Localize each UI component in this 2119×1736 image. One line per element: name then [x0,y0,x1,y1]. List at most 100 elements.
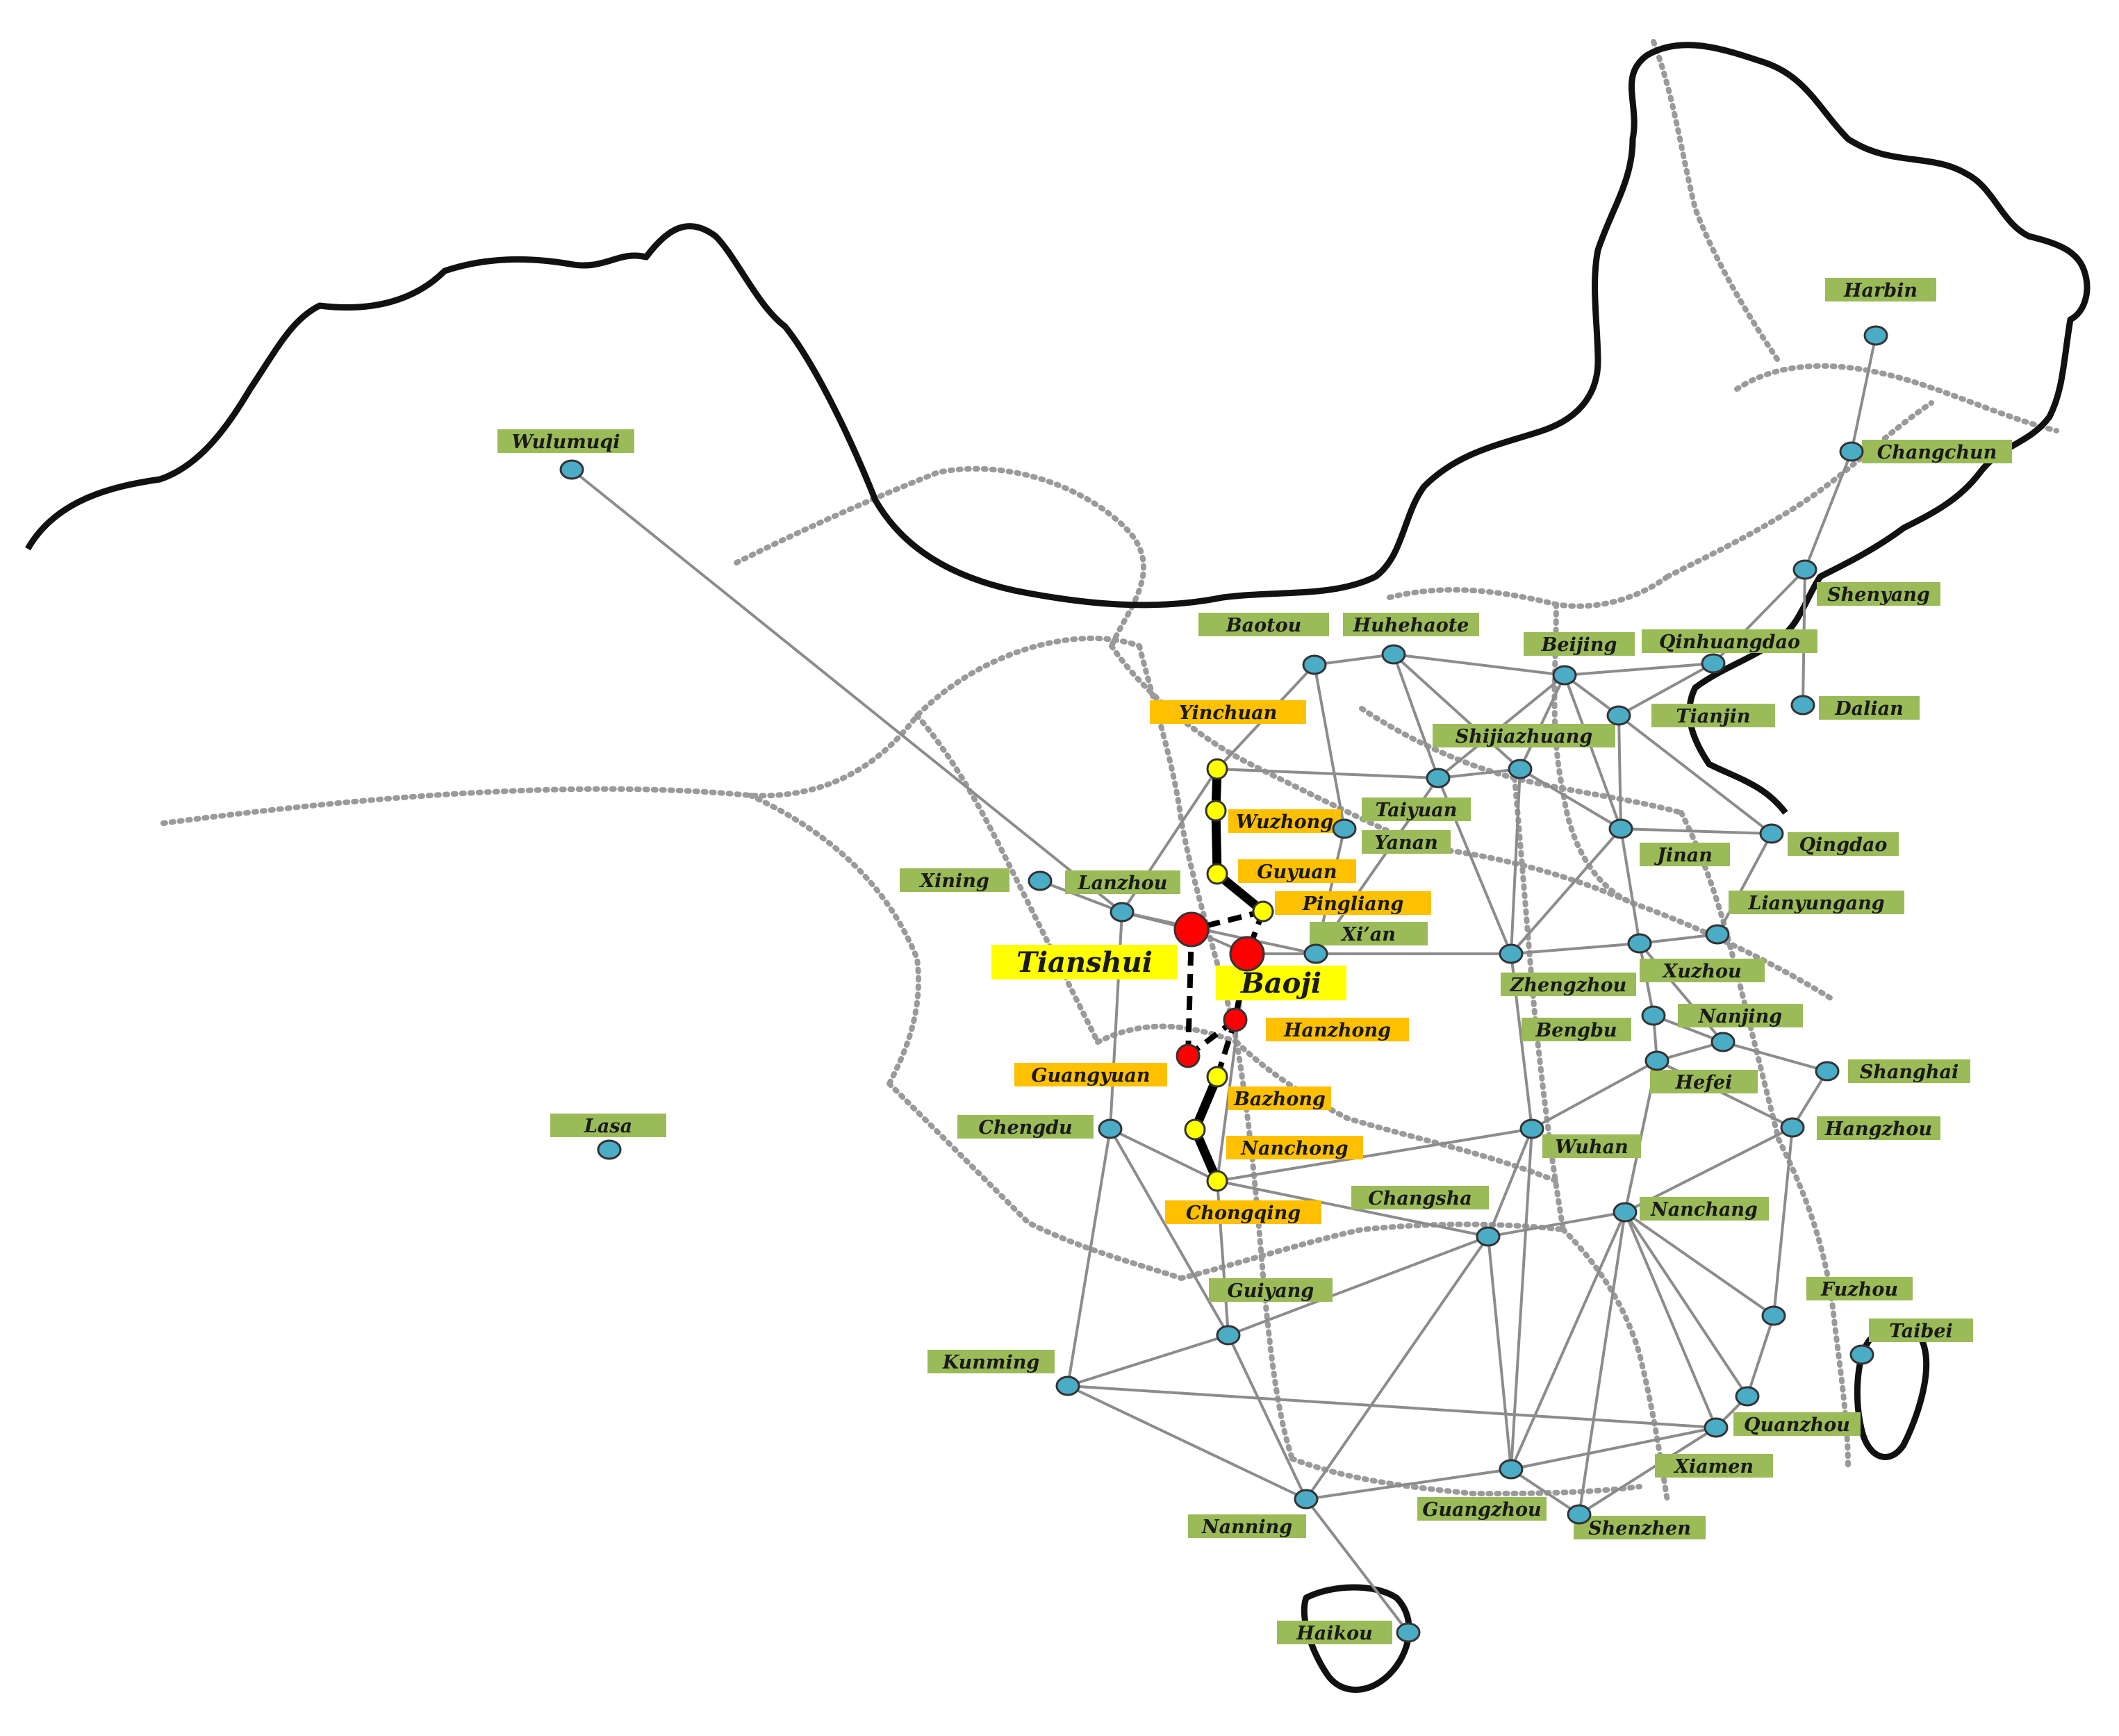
city-label-bg [1226,1136,1363,1159]
city-label-text: Bazhong [1233,1089,1326,1110]
city-label-hangzhou: Hangzhou [1817,1116,1940,1140]
city-label-bg [1228,809,1341,833]
rail-line-fuzhou-quanzhou [1746,1315,1775,1397]
city-label-text: Tianjin [1676,706,1750,727]
city-node-bazhong [1206,1066,1228,1088]
city-label-bg [1650,1070,1758,1093]
city-label-bg [900,868,1009,892]
city-node-yanan [1332,818,1357,839]
city-label-bg [1542,1134,1641,1158]
city-label-text: Yanan [1374,832,1437,854]
city-label-bg [1198,613,1329,636]
rail-line-chengdu-guiyang [1109,1128,1230,1336]
city-node-chengdu [1098,1118,1123,1139]
city-labels: HarbinChangchunShenyangDalianWulumuqiBao… [497,278,2012,1644]
city-label-text: Wulumuqi [511,431,620,453]
city-label-shenyang: Shenyang [1817,582,1940,606]
city-node-changsha [1476,1226,1501,1247]
rail-line-zhengzhou-xuzhou [1510,942,1640,955]
rail-line-baotou-yanan [1313,664,1346,829]
city-node-dalian [1790,695,1815,716]
city-label-baotou: Baotou [1198,613,1329,636]
city-label-nanchang: Nanchang [1640,1197,1769,1221]
rail-line-kunming-xiamen [1067,1384,1717,1429]
city-node-wuzhong [1205,800,1227,822]
city-label-bg [1817,582,1940,606]
city-label-text: Shijiazhuang [1456,726,1593,747]
city-node-chongqing [1206,1170,1228,1192]
rail-line-chongqing-wuhan [1217,1127,1533,1182]
city-label-text: Shenyang [1827,584,1930,606]
city-label-bg [1209,1278,1333,1302]
city-label-bg [1150,700,1306,724]
rail-line-lanzhou-xian [1121,911,1317,955]
city-label-text: Guangzhou [1422,1499,1541,1521]
city-node-lasa [597,1139,622,1160]
rail-line-changsha-guangzhou [1487,1236,1512,1470]
rail-line-nanchang-fuzhou [1624,1211,1775,1317]
city-node-nanjing [1710,1032,1735,1052]
city-node-baotou [1302,654,1327,675]
city-label-bg [1642,629,1817,653]
city-node-shijiazhuang [1508,759,1533,779]
city-label-lianyungang: Lianyungang [1729,891,1904,914]
city-node-nanning [1294,1489,1319,1510]
city-node-yinchuan [1206,758,1228,780]
city-label-text: Shenzhen [1588,1518,1691,1539]
city-node-guiyang [1216,1325,1241,1346]
city-label-bg [1216,966,1346,1000]
city-label-chengdu: Chengdu [957,1115,1094,1139]
city-label-text: Shanghai [1860,1061,1959,1083]
city-label-yanan: Yanan [1362,830,1451,854]
city-label-text: Quanzhou [1744,1414,1850,1436]
city-label-chongqing: Chongqing [1165,1200,1321,1224]
city-node-nanchang [1613,1202,1638,1223]
city-label-bg [1651,704,1775,727]
city-label-wuzhong: Wuzhong [1228,809,1341,833]
city-label-bg [1640,1197,1769,1221]
rail-line-beijing-shijiazhuang [1519,675,1566,770]
city-label-text: Changchun [1877,442,1997,463]
city-label-text: Zhengzhou [1510,975,1627,996]
city-node-quanzhou [1735,1386,1760,1407]
city-label-bazhong: Bazhong [1228,1086,1331,1110]
rail-line-nanning-haikou [1305,1498,1410,1634]
city-node-taiyuan [1426,768,1451,788]
city-label-text: Beijing [1541,634,1617,656]
city-label-bg [1524,632,1635,656]
city-label-wulumuqi: Wulumuqi [497,429,634,453]
rail-line-hangzhou-fuzhou [1772,1127,1794,1316]
city-label-bg [1351,1186,1489,1209]
city-label-text: Xiamen [1673,1456,1754,1478]
city-label-text: Xi’an [1340,924,1396,945]
rail-line-wuhan-changsha [1487,1128,1533,1237]
city-node-baoji [1229,936,1265,972]
rail-line-nanchang-shenzhen [1578,1212,1626,1515]
rail-line-shijiazhuang-zhengzhou [1510,768,1522,954]
city-label-hefei: Hefei [1650,1070,1758,1093]
rail-line-hefei-wuhan [1531,1059,1658,1130]
rail-line-changsha-nanchang [1487,1211,1626,1238]
rail-line-wulumuqi-lanzhou [570,468,1123,914]
city-node-lianyungang [1705,924,1730,945]
city-label-text: Bengbu [1535,1020,1617,1041]
city-node-shenzhen [1567,1504,1592,1525]
city-node-fuzhou [1761,1305,1786,1326]
city-node-wuhan [1519,1118,1544,1139]
rail-line-wuhan-guangzhou [1510,1128,1533,1470]
city-label-bg [1825,278,1936,301]
city-label-text: Tianshui [1016,946,1153,979]
city-label-text: Nanning [1201,1516,1292,1538]
rail-line-xining-lanzhou [1039,879,1123,914]
city-node-harbin [1863,325,1888,346]
city-label-bg [1817,1116,1940,1140]
city-label-fuzhou: Fuzhou [1806,1277,1913,1300]
city-node-xiamen [1704,1417,1729,1438]
city-label-text: Chengdu [978,1117,1072,1139]
city-node-hanzhong [1223,1007,1248,1032]
rail-line-jinan-zhengzhou [1510,827,1622,955]
city-label-qingdao: Qingdao [1788,832,1899,856]
city-label-wuhan: Wuhan [1542,1134,1641,1158]
city-label-text: Lanzhou [1078,873,1168,894]
